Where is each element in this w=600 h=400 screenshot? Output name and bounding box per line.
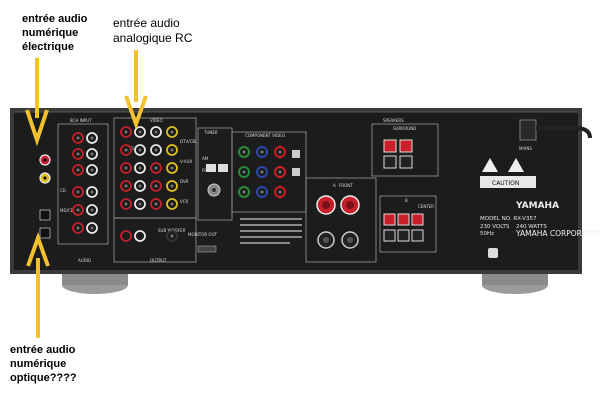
annotation-digital-electric: entrée audio numérique électrique xyxy=(22,12,122,54)
annotation-arrows xyxy=(25,50,148,338)
annotation-analog-rca: entrée audio analogique RC xyxy=(113,16,223,46)
section-labels: 8CH INPUT VIDEO TUNER COMPONENT VIDEO SP… xyxy=(60,118,532,263)
annotation-line: entrée audio xyxy=(113,16,180,30)
arrow-down-icon xyxy=(25,58,49,147)
fine-print xyxy=(240,218,302,244)
surround-terminals xyxy=(383,139,413,169)
brand-text: YAMAHA xyxy=(515,201,559,211)
digital-inputs xyxy=(39,154,51,239)
jack-label: DVR xyxy=(180,179,189,184)
component-video-jacks xyxy=(238,146,300,198)
arrow-down-icon xyxy=(124,50,148,130)
model-plate: YAMAHA MODEL NO. RX-V357 230 VOLTS 50Hz … xyxy=(480,201,600,258)
front-b-center-terminals xyxy=(383,213,424,242)
jack-label: FM xyxy=(202,168,208,173)
caution-text: CAUTION xyxy=(492,180,519,187)
label-monitor-out: MONITOR OUT xyxy=(188,232,217,237)
jack-label: MD/CD-R xyxy=(60,208,78,213)
tuner-terminals xyxy=(206,164,228,197)
caution-label: CAUTION xyxy=(480,158,536,188)
label-output: OUTPUT xyxy=(150,258,167,263)
jack-label: DTV/CBL xyxy=(180,139,198,144)
label-center: CENTER xyxy=(418,204,434,209)
label-audio: AUDIO xyxy=(78,258,91,263)
annotation-digital-optical: entrée audio numérique optique???? xyxy=(10,343,120,385)
watts-text: 240 WATTS xyxy=(516,224,547,230)
8ch-input-jacks xyxy=(72,132,98,234)
label-mains: MAINS xyxy=(519,146,532,151)
frequency-text: 50Hz xyxy=(480,231,494,237)
annotation-line: optique???? xyxy=(10,372,77,384)
label-video: VIDEO xyxy=(150,118,163,123)
label-front-b: B xyxy=(405,198,408,203)
jack-label: V-AUX xyxy=(180,159,193,164)
annotation-line: numérique xyxy=(22,27,79,39)
output-jacks xyxy=(120,230,217,253)
front-a-terminals xyxy=(316,195,360,249)
power-text: 230 VOLTS xyxy=(480,224,510,230)
annotation-line: numérique xyxy=(10,358,67,370)
jack-label: VCR xyxy=(180,199,189,204)
annotation-line: analogique RC xyxy=(113,31,193,45)
corporation-text: YAMAHA CORPORATION xyxy=(515,229,600,238)
jack-label: CD xyxy=(60,188,66,193)
section-outlines xyxy=(57,117,439,263)
annotation-line: électrique xyxy=(22,41,74,53)
video-audio-jacks xyxy=(120,126,178,210)
label-front-a: A xyxy=(333,183,336,188)
label-surround: SURROUND xyxy=(393,126,416,131)
annotation-line: entrée audio xyxy=(10,344,76,356)
label-speakers: SPEAKERS xyxy=(383,118,404,123)
label-input: 8CH INPUT xyxy=(70,118,92,123)
annotation-line: entrée audio xyxy=(22,13,88,25)
label-tuner: TUNER xyxy=(203,130,218,135)
label-front: FRONT xyxy=(339,183,353,188)
jack-label: AM xyxy=(202,156,209,161)
label-component-video: COMPONENT VIDEO xyxy=(245,133,285,138)
mains-cord xyxy=(519,119,592,141)
model-text: MODEL NO. RX-V357 xyxy=(480,216,537,222)
arrow-up-icon xyxy=(26,232,50,338)
